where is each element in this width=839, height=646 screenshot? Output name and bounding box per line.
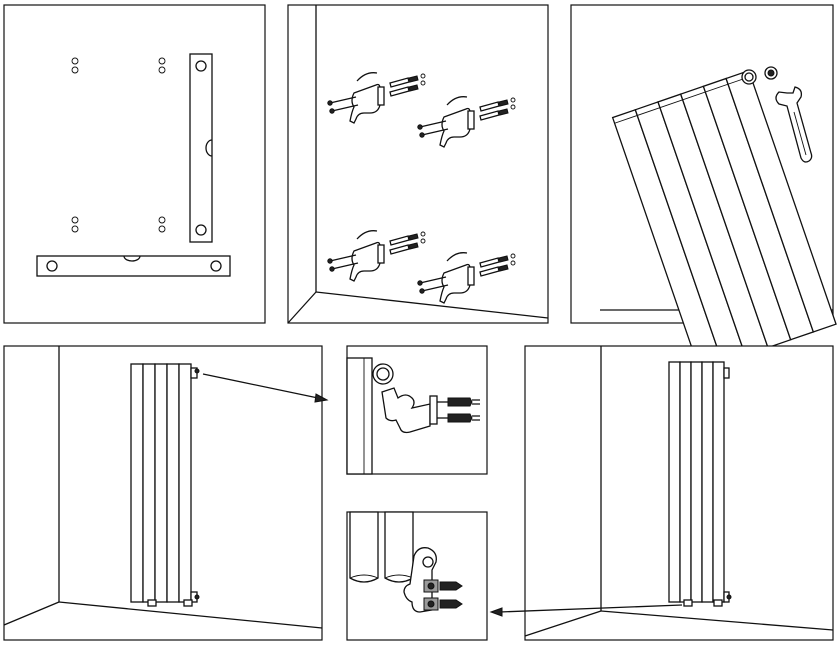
vertical-template-strip (189, 53, 213, 243)
upright-radiator (668, 361, 732, 607)
horizontal-template-strip (36, 255, 231, 277)
room-corner-lines (3, 346, 323, 629)
drill-hole-marks (71, 57, 166, 233)
cap-nut-icon (764, 66, 778, 80)
detail-arrow (489, 604, 683, 617)
detail-arrow (202, 373, 329, 403)
upright-radiator (130, 363, 200, 607)
room-corner-lines (287, 5, 549, 324)
valve-fitting (741, 69, 757, 85)
spanner-icon (775, 86, 813, 163)
bottom-bracket-fitting (403, 547, 463, 613)
panel-7-radiator-bottom (489, 345, 834, 641)
panel-6-bottom-bracket-detail (346, 511, 488, 641)
panel-3-fit-caps (570, 4, 837, 372)
panel-2-fit-brackets (287, 4, 549, 324)
room-corner-lines (524, 346, 834, 637)
panel-2-frame (287, 4, 549, 324)
tilted-radiator (611, 69, 837, 372)
valve-cap-detail (372, 363, 394, 385)
panel-5-top-bracket-detail (346, 345, 488, 475)
radiator-edge (346, 357, 373, 475)
panel-4-radiator-top (3, 345, 329, 641)
panel-1-mark-holes (3, 4, 266, 324)
bracket-detail (381, 387, 480, 434)
